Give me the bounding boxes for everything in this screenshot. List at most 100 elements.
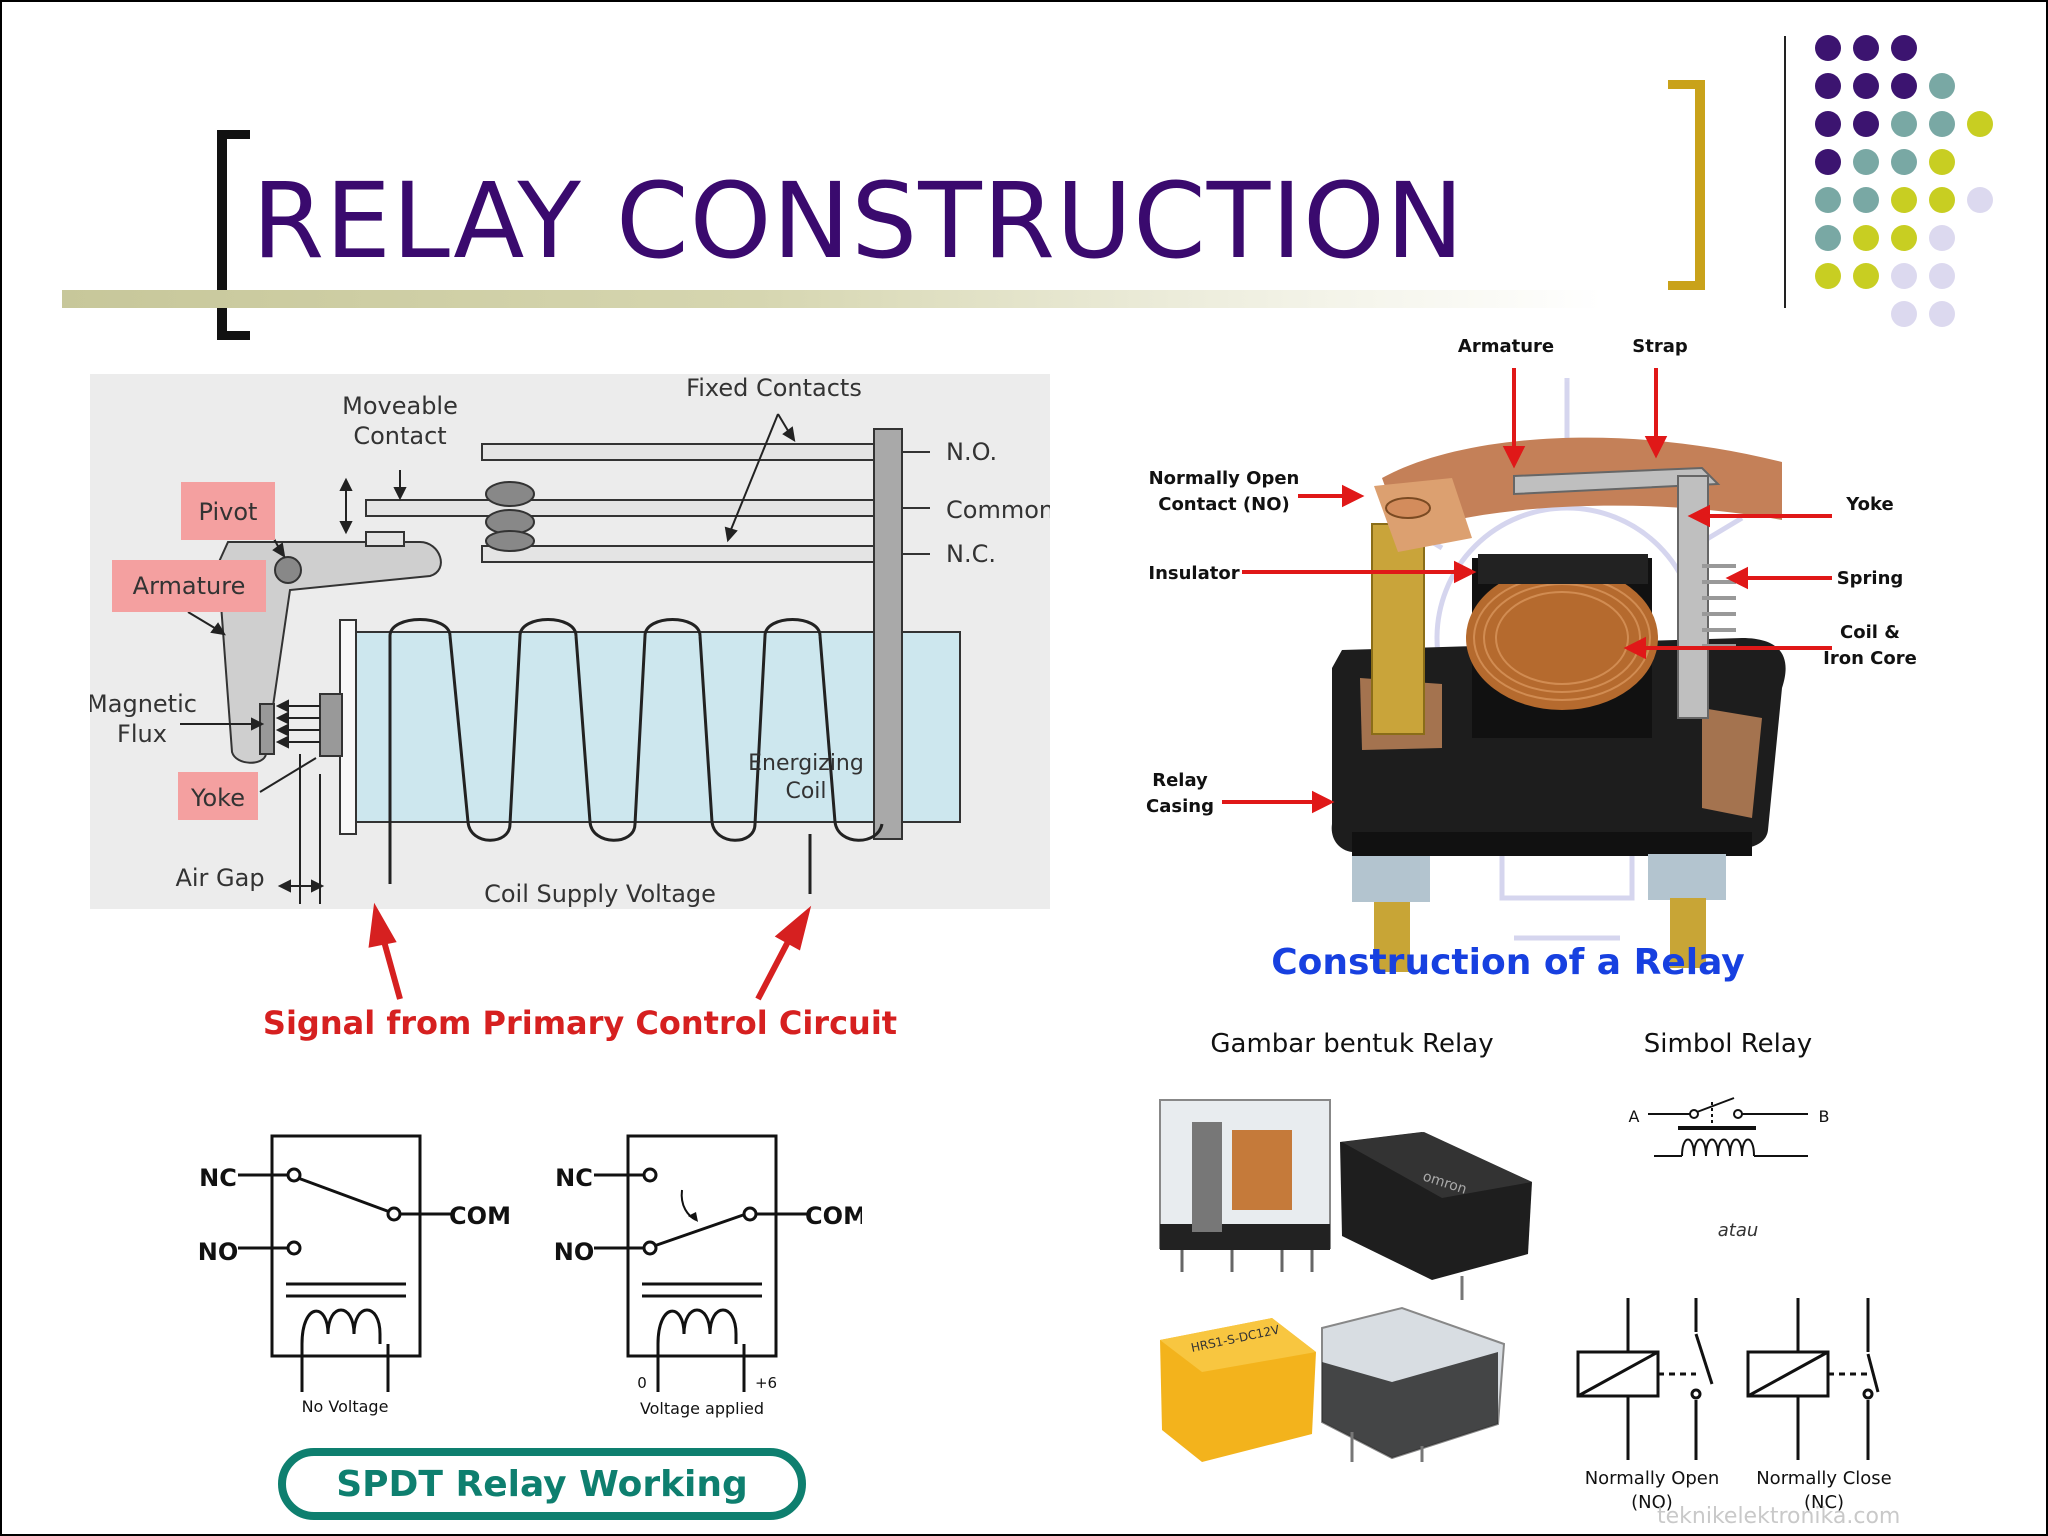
decorative-dot: [1929, 149, 1955, 175]
spdt-voltage-applied: NC NO COM 0 +6 Voltage applied: [554, 1134, 862, 1418]
label-no: N.O.: [946, 438, 997, 466]
spdt-left-no: NO: [198, 1238, 239, 1266]
decorative-dot: [1815, 225, 1841, 251]
photo-label-insulator: Insulator: [1148, 563, 1239, 584]
left-bracket-icon: [217, 130, 250, 340]
decorative-dot: [1967, 187, 1993, 213]
spdt-no-voltage: NC NO COM No Voltage: [198, 1134, 511, 1416]
decorative-dots-icon: [1815, 35, 1993, 327]
spdt-right-plus: +6: [755, 1374, 777, 1392]
decorative-dot: [1815, 149, 1841, 175]
label-coil-supply: Coil Supply Voltage: [484, 880, 716, 908]
label-yoke: Yoke: [190, 784, 245, 812]
spdt-left-caption: No Voltage: [302, 1397, 389, 1416]
label-contact: Contact: [353, 422, 446, 450]
decorative-dot: [1891, 35, 1917, 61]
clear-socket-relay-icon: [1321, 1306, 1506, 1462]
normally-close-symbol: [1746, 1298, 1880, 1460]
symbol-a: A: [1629, 1107, 1640, 1126]
relay-forms-heading: Gambar bentuk Relay: [1210, 1029, 1493, 1059]
symbols-heading: Simbol Relay: [1644, 1029, 1812, 1059]
spdt-banner: SPDT Relay Working: [336, 1464, 748, 1505]
decorative-dot: [1929, 187, 1955, 213]
right-bracket-icon: [1668, 80, 1705, 290]
label-magnetic: Magnetic: [90, 690, 197, 718]
header-divider: [1784, 36, 1786, 308]
decorative-dot: [1815, 187, 1841, 213]
photo-label-armature: Armature: [1458, 338, 1554, 357]
decorative-dot: [1891, 149, 1917, 175]
decorative-dot: [1815, 263, 1841, 289]
decorative-dot: [1853, 111, 1879, 137]
photo-label-no-1: Normally Open: [1149, 468, 1300, 489]
decorative-dot: [1853, 73, 1879, 99]
relay-photo-diagram: Armature Strap Normally Open Contact (NO…: [1146, 338, 1917, 983]
label-flux: Flux: [117, 720, 167, 748]
decorative-dot: [1891, 111, 1917, 137]
decorative-dot: [1815, 73, 1841, 99]
decorative-dot: [1967, 111, 1993, 137]
decorative-dot: [1891, 225, 1917, 251]
decorative-dot: [1853, 263, 1879, 289]
black-relay-icon: omron: [1340, 1132, 1532, 1300]
relay-symbols-panel: Simbol Relay A B atau: [1576, 1029, 1892, 1512]
spdt-right-zero: 0: [637, 1374, 647, 1392]
decorative-dot: [1853, 35, 1879, 61]
decorative-dot: [1929, 225, 1955, 251]
yellow-relay-icon: HRS1-S-DC12V: [1160, 1318, 1316, 1462]
label-no-abbrev: (NO): [1631, 1492, 1673, 1512]
photo-label-strap: Strap: [1632, 338, 1688, 357]
decorative-dot: [1891, 263, 1917, 289]
decorative-dot: [1815, 111, 1841, 137]
label-nc-abbrev: (NC): [1804, 1492, 1844, 1512]
spdt-diagram: NC NO COM No Voltage NC NO COM 0: [198, 1134, 862, 1520]
label-fixed-contacts: Fixed Contacts: [686, 374, 862, 402]
photo-label-coil-1: Coil &: [1840, 622, 1900, 643]
label-normally-close: Normally Close: [1756, 1468, 1892, 1489]
decorative-dot: [1891, 301, 1917, 327]
symbol-b: B: [1819, 1107, 1830, 1126]
spdt-right-no: NO: [554, 1238, 595, 1266]
label-energizing: Energizing: [748, 751, 864, 776]
spdt-left-com: COM: [449, 1202, 511, 1230]
label-armature: Armature: [133, 572, 246, 600]
label-air-gap: Air Gap: [175, 864, 264, 892]
relay-forms-panel: Gambar bentuk Relay omron HRS1-S-DC12V: [1159, 1029, 1532, 1462]
label-nc: N.C.: [946, 540, 996, 568]
decorative-dot: [1929, 301, 1955, 327]
spdt-right-nc: NC: [555, 1164, 593, 1192]
decorative-dot: [1853, 149, 1879, 175]
decorative-dot: [1815, 35, 1841, 61]
label-coil: Coil: [785, 779, 826, 804]
photo-caption: Construction of a Relay: [1271, 942, 1744, 983]
spdt-right-com: COM: [805, 1202, 862, 1230]
signal-caption: Signal from Primary Control Circuit: [263, 1004, 897, 1042]
photo-label-no-2: Contact (NO): [1158, 494, 1290, 515]
photo-label-yoke: Yoke: [1845, 494, 1893, 515]
decorative-dot: [1891, 187, 1917, 213]
watermark: teknikelektronika.com: [1657, 1504, 1901, 1529]
decorative-dot: [1929, 111, 1955, 137]
symbol-atau: atau: [1718, 1220, 1759, 1241]
spdt-left-nc: NC: [199, 1164, 237, 1192]
decorative-dot: [1891, 73, 1917, 99]
photo-label-casing-1: Relay: [1152, 770, 1208, 791]
decorative-dot: [1853, 225, 1879, 251]
decorative-dot: [1929, 263, 1955, 289]
label-normally-open: Normally Open: [1585, 1468, 1720, 1489]
photo-label-spring: Spring: [1837, 568, 1904, 589]
title-underline: [62, 290, 1602, 308]
slide-title: RELAY CONSTRUCTION: [252, 160, 1465, 282]
clear-relay-icon: [1159, 1099, 1331, 1272]
decorative-dot: [1853, 187, 1879, 213]
relay-construction-diagram: Moveable Contact Fixed Contacts N.O. Com…: [90, 374, 1050, 1042]
label-pivot: Pivot: [199, 498, 258, 526]
spdt-right-caption: Voltage applied: [640, 1399, 764, 1418]
label-common: Common: [946, 496, 1050, 524]
label-moveable: Moveable: [342, 392, 458, 420]
normally-open-symbol: [1576, 1298, 1714, 1460]
photo-label-casing-2: Casing: [1146, 796, 1214, 817]
photo-label-coil-2: Iron Core: [1823, 648, 1917, 669]
decorative-dot: [1929, 73, 1955, 99]
